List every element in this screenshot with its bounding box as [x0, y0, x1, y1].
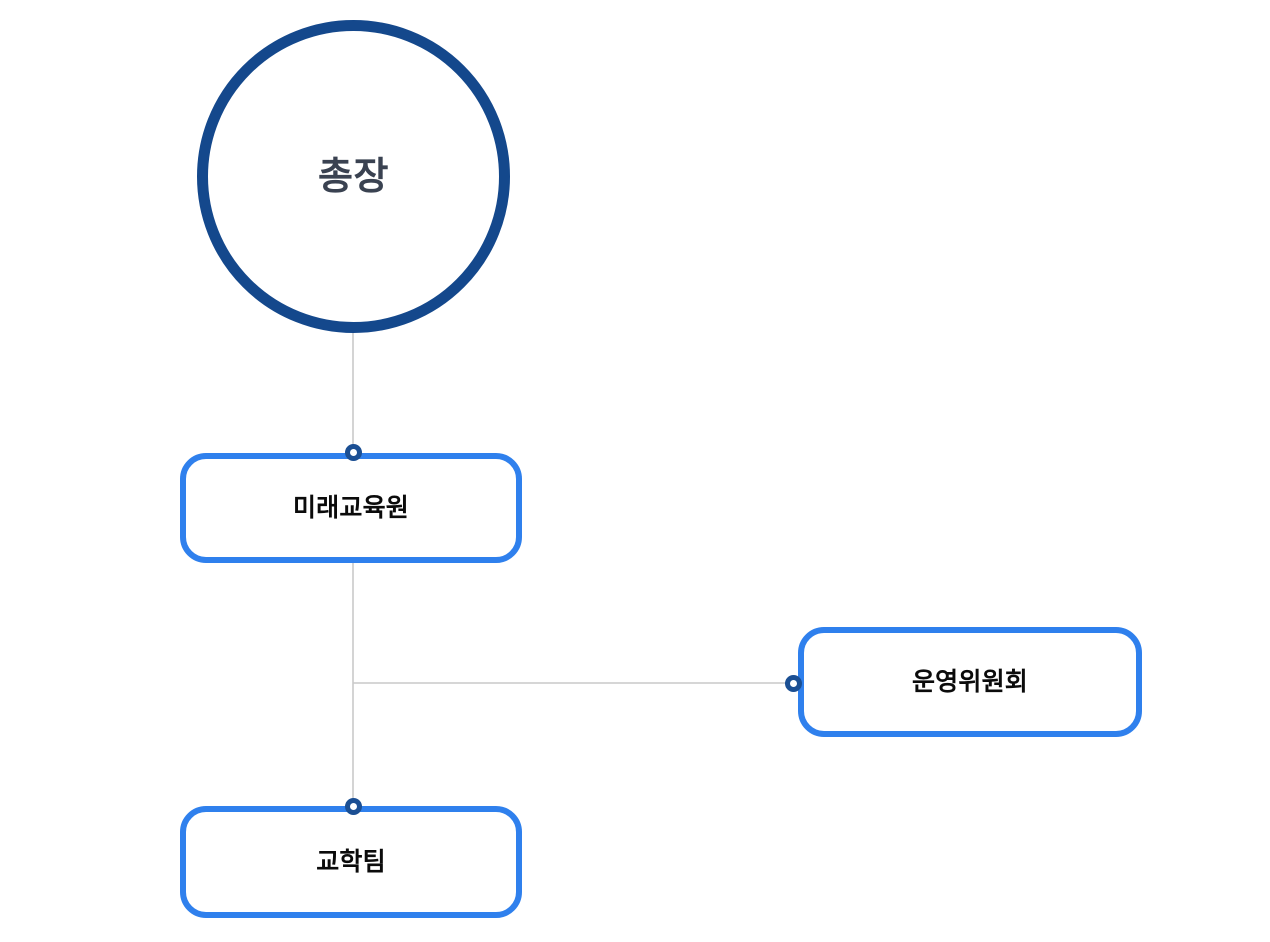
node-academic-affairs-team[interactable]: 교학팀 — [180, 806, 522, 918]
node-future-education-institute[interactable]: 미래교육원 — [180, 453, 522, 563]
node-label-steering-committee: 운영위원회 — [911, 667, 1028, 696]
node-steering-committee[interactable]: 운영위원회 — [798, 627, 1142, 737]
node-label-academic-affairs-team: 교학팀 — [316, 847, 386, 876]
port-top-future-education-institute[interactable] — [344, 443, 362, 461]
node-label-future-education-institute: 미래교육원 — [292, 493, 409, 522]
port-top-academic-affairs-team[interactable] — [344, 797, 362, 815]
node-label-president: 총장 — [318, 155, 389, 198]
port-left-steering-committee[interactable] — [784, 674, 802, 692]
node-root-president[interactable]: 총장 — [197, 20, 510, 333]
